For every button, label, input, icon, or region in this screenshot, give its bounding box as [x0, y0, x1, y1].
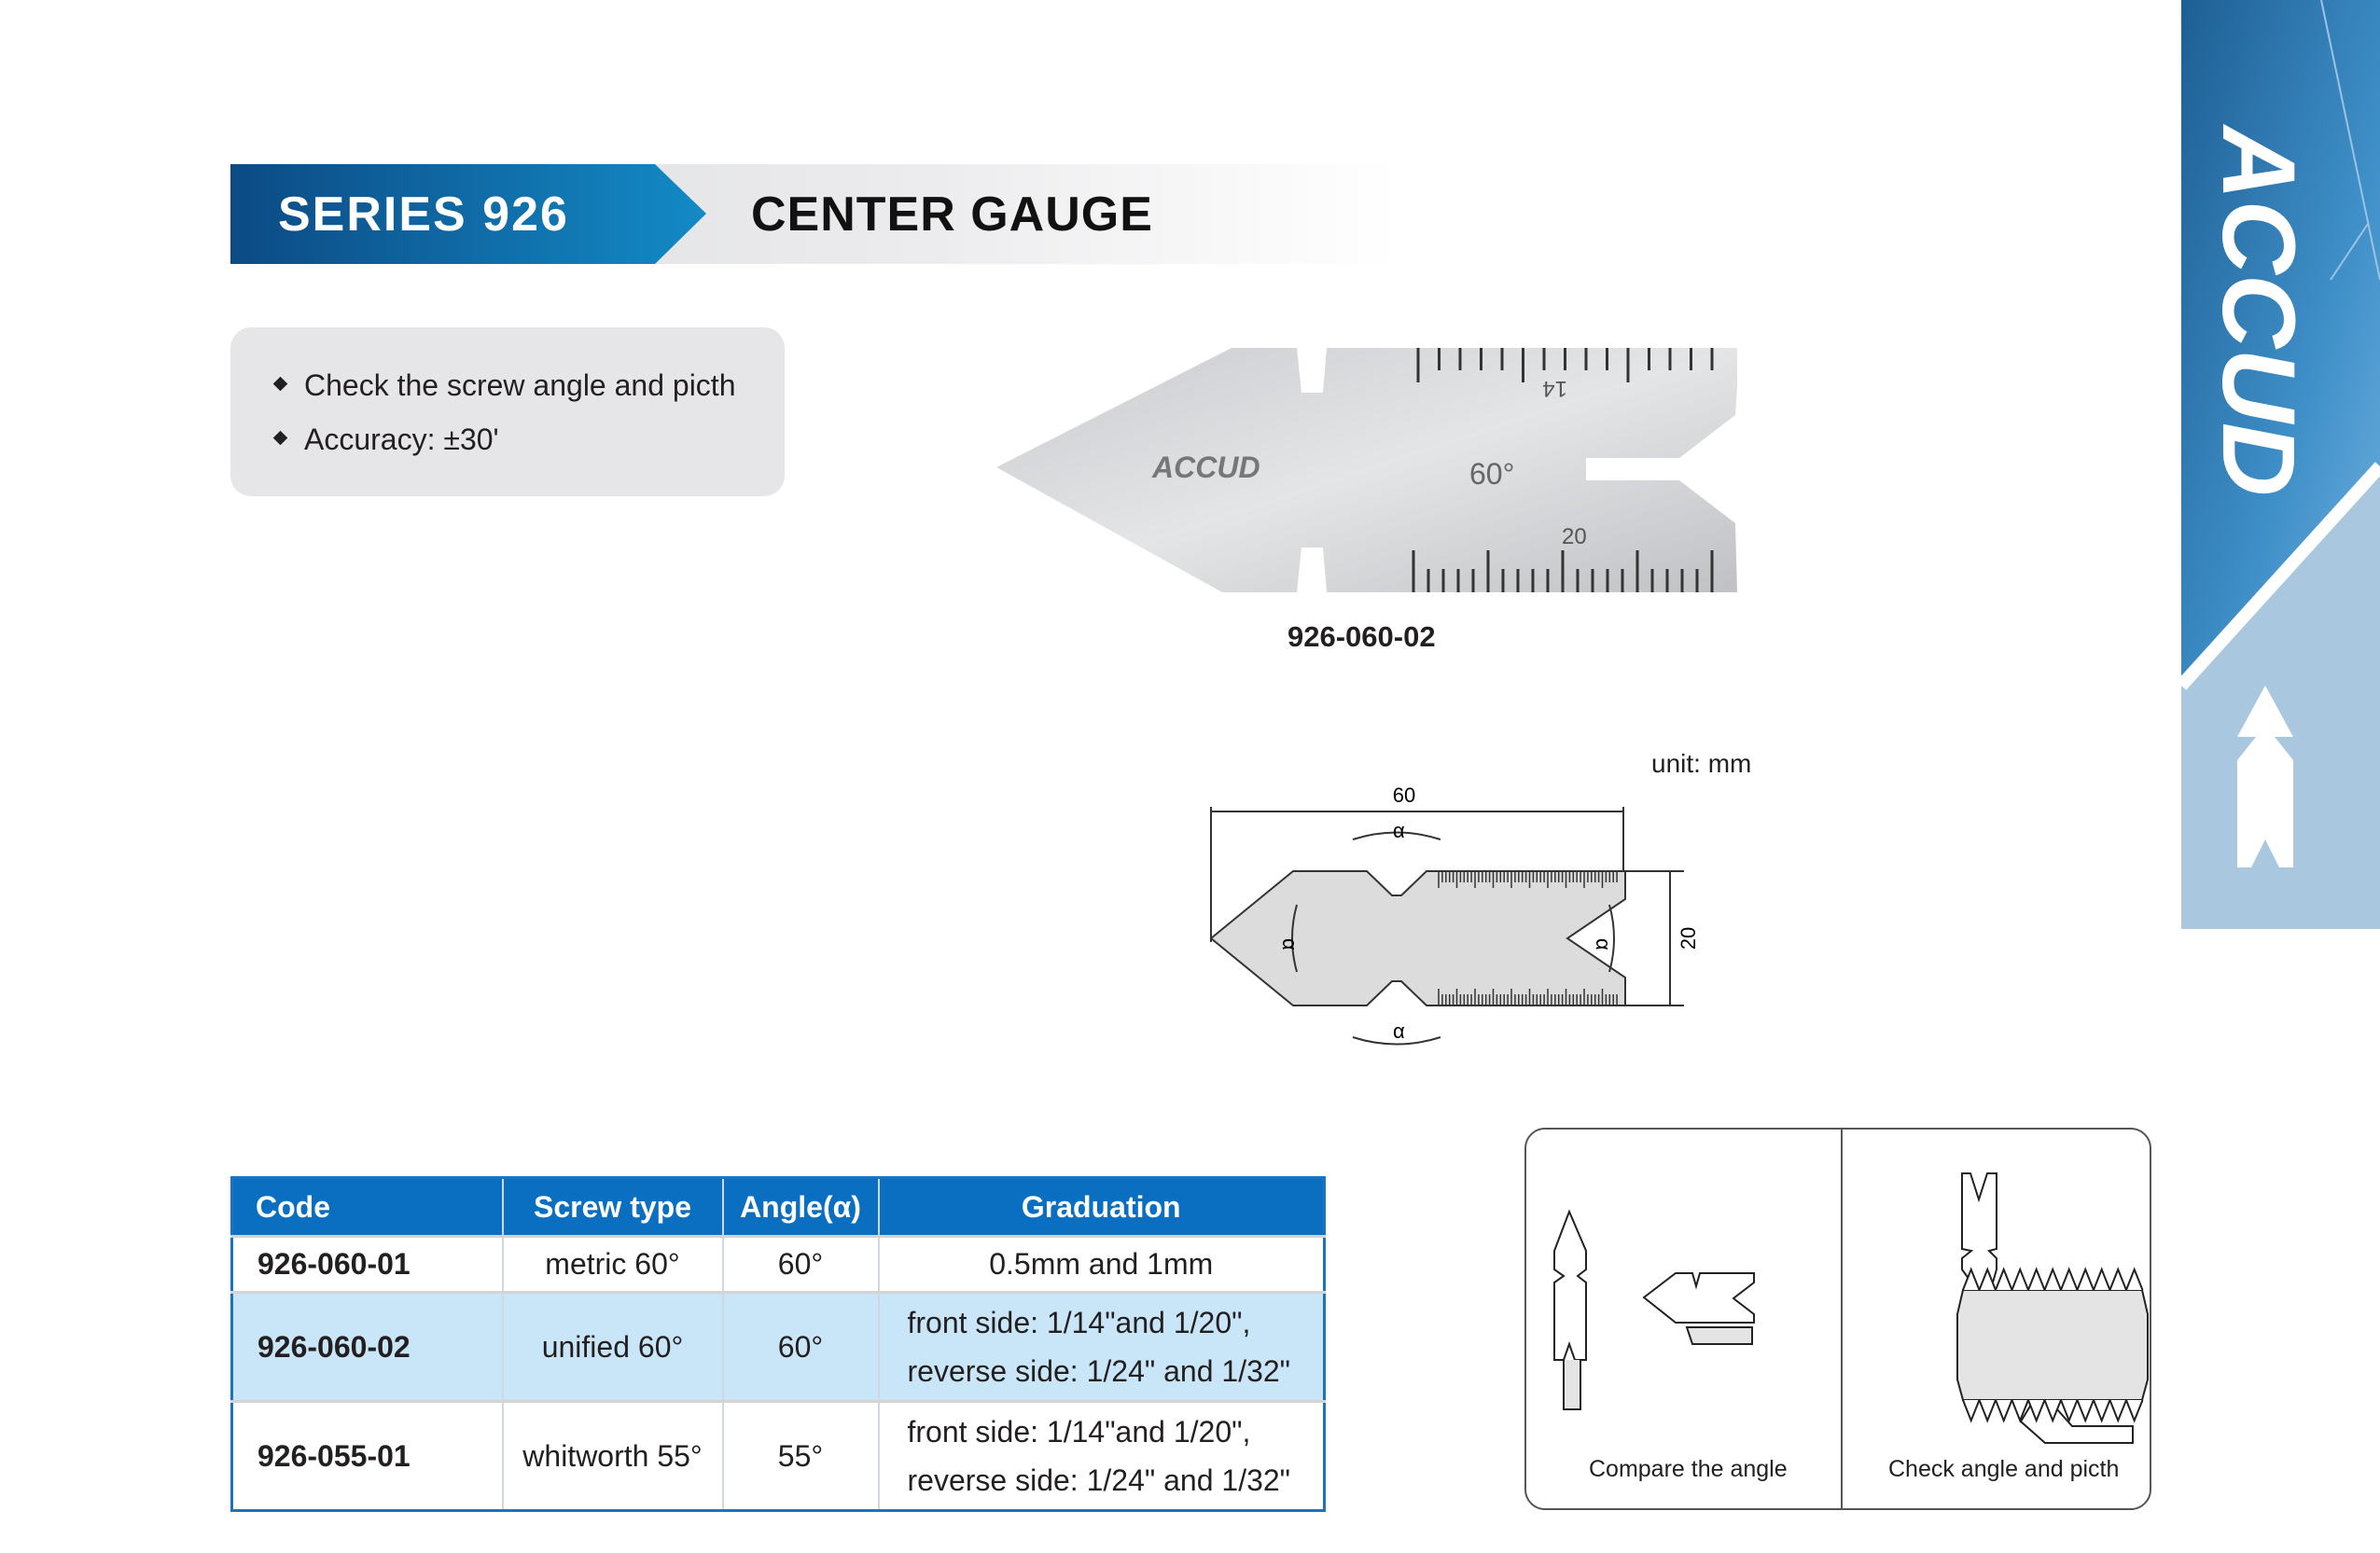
table-row: 926-060-01 metric 60° 60° 0.5mm and 1mm — [231, 1235, 1326, 1293]
scale-label-top: 14 — [1542, 376, 1567, 401]
thread-tooth — [2043, 1267, 2062, 1291]
feature-item: Accuracy: ±30' — [272, 423, 499, 457]
table-row: 926-055-01 whitworth 55° 55° front side:… — [231, 1400, 1326, 1511]
thread-tooth — [2093, 1399, 2111, 1423]
graduation-reverse: reverse side: 1/24" and 1/32" — [907, 1354, 1291, 1388]
feature-item: Check the screw angle and picth — [272, 368, 736, 403]
table-row: 926-060-02 unified 60° 60° front side: 1… — [231, 1291, 1326, 1402]
dimension-drawing: 60 20 α α α α — [1209, 783, 1698, 1046]
product-code-caption: 926-060-02 — [1287, 620, 1436, 653]
specification-table: Code Screw type Angle(α) Graduation 926-… — [230, 1176, 1326, 1512]
thread-tooth — [2093, 1267, 2111, 1291]
brand-logo: ACCUD — [1151, 451, 1260, 484]
brand-sidebar: ACCUD — [2181, 0, 2380, 929]
height-dimension: 20 — [1677, 927, 1698, 950]
column-header-graduation: Graduation — [878, 1177, 1326, 1237]
cell-graduation: 0.5mm and 1mm — [878, 1235, 1326, 1293]
thread-tooth — [2076, 1267, 2095, 1291]
graduation-reverse: reverse side: 1/24" and 1/32" — [907, 1463, 1291, 1497]
length-dimension: 60 — [1393, 783, 1415, 807]
thread-tooth — [1962, 1267, 1981, 1291]
usage-illustrations: Compare the angle Check angle and picth — [1524, 1128, 2151, 1510]
thread-tooth — [2076, 1399, 2095, 1423]
thread-tooth — [1978, 1267, 1997, 1291]
thread-tooth — [1962, 1399, 1981, 1423]
cell-angle: 55° — [722, 1400, 880, 1511]
thread-tooth — [2043, 1399, 2062, 1423]
center-gauge-photo: ACCUD 60° 14 20 — [996, 348, 1737, 592]
thread-tooth — [2011, 1267, 2029, 1291]
thread-tooth — [2060, 1399, 2079, 1423]
cell-angle: 60° — [722, 1291, 880, 1402]
bullet-icon — [272, 376, 288, 392]
cell-code: 926-055-01 — [231, 1400, 504, 1511]
graduation-front: front side: 1/14"and 1/20", — [907, 1415, 1251, 1449]
thread-tooth — [2125, 1399, 2144, 1423]
bullet-icon — [272, 430, 288, 446]
cell-type: metric 60° — [502, 1235, 724, 1293]
cell-graduation: front side: 1/14"and 1/20", reverse side:… — [878, 1400, 1326, 1511]
brand-logo-icon — [2237, 686, 2293, 867]
thread-tooth — [1978, 1399, 1997, 1423]
thread-tooth — [2125, 1267, 2144, 1291]
thread-tooth — [2027, 1267, 2046, 1291]
compare-angle-illustration — [1553, 1172, 2149, 1444]
thread-tooth — [1995, 1399, 2013, 1423]
column-header-screw-type: Screw type — [502, 1177, 724, 1237]
feature-text: Accuracy: ±30' — [304, 423, 499, 456]
check-angle-pitch-label: Check angle and picth — [1888, 1456, 2120, 1482]
sidebar-brand: ACCUD — [2201, 123, 2316, 496]
angle-label-left: α — [1278, 938, 1301, 950]
graduation-front: front side: 1/14"and 1/20", — [907, 1306, 1251, 1339]
page-title: CENTER GAUGE — [751, 187, 1153, 242]
angle-label-right: α — [1592, 938, 1615, 950]
cell-type: unified 60° — [502, 1291, 724, 1402]
feature-text: Check the screw angle and picth — [304, 368, 736, 402]
column-header-code: Code — [231, 1177, 504, 1237]
cell-code: 926-060-02 — [231, 1291, 504, 1402]
thread-tooth — [2011, 1399, 2029, 1423]
thread-tooth — [2109, 1399, 2127, 1423]
thread-tooth — [2060, 1267, 2079, 1291]
series-banner — [230, 164, 706, 264]
thread-tooth — [2109, 1267, 2127, 1291]
divider — [1841, 1130, 1843, 1508]
column-header-angle: Angle(α) — [722, 1177, 880, 1237]
scale-label-bottom: 20 — [1562, 524, 1587, 549]
cell-type: whitworth 55° — [502, 1400, 724, 1511]
angle-label-bottom: α — [1393, 1019, 1405, 1043]
unit-label: unit: mm — [1651, 749, 1752, 778]
cell-angle: 60° — [722, 1235, 880, 1293]
thread-tooth — [1995, 1267, 2013, 1291]
cell-code: 926-060-01 — [231, 1235, 504, 1293]
compare-angle-label: Compare the angle — [1589, 1456, 1788, 1482]
cell-graduation: front side: 1/14"and 1/20", reverse side:… — [878, 1291, 1326, 1402]
series-label: SERIES 926 — [278, 187, 569, 242]
angle-label-top: α — [1393, 819, 1405, 842]
features-box: Check the screw angle and picth Accuracy… — [230, 327, 785, 496]
thread-tooth — [2027, 1399, 2046, 1423]
table-header-row: Code Screw type Angle(α) Graduation — [231, 1177, 1326, 1237]
angle-mark: 60° — [1469, 457, 1514, 491]
